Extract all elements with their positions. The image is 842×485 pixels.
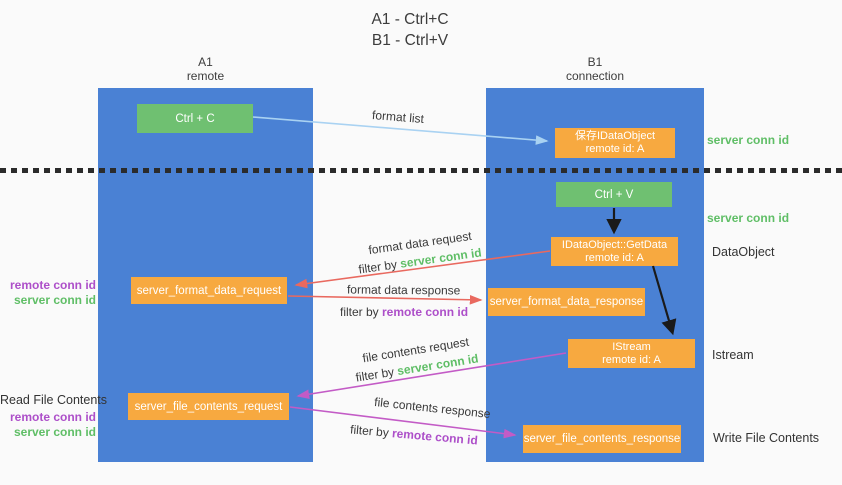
title-line-1: A1 - Ctrl+C <box>371 11 449 28</box>
column-header-a1: A1 remote <box>98 55 313 83</box>
label-format-data-response: format data response <box>347 283 461 298</box>
column-b1-id: B1 <box>587 55 603 69</box>
label-filter-by-2: filter by <box>340 305 383 319</box>
diagram-title: A1 - Ctrl+C B1 - Ctrl+V <box>0 9 820 51</box>
label-server-conn-id-left-1: server conn id <box>0 293 96 308</box>
node-server-format-data-response-label: server_format_data_response <box>489 296 644 308</box>
label-file-contents-response: file contents response <box>374 395 492 421</box>
node-ctrl-v-label: Ctrl + V <box>594 188 634 201</box>
label-remote-conn-id-left-2: remote conn id <box>0 410 96 425</box>
left-conn-id-group-1: remote conn id server conn id <box>0 278 96 308</box>
label-filter-remote-conn-2: filter by remote conn id <box>350 422 479 447</box>
label-istream-text: Istream <box>712 348 754 362</box>
label-read-file-contents-text: Read File Contents <box>0 393 108 407</box>
label-server-conn-id-left-2: server conn id <box>0 425 96 440</box>
left-conn-id-group-2: Read File Contents remote conn id server… <box>0 391 107 440</box>
label-dataobject: DataObject <box>712 245 775 259</box>
node-istream-line2: remote id: A <box>602 353 661 366</box>
label-format-list: format list <box>372 108 425 126</box>
node-server-file-contents-request-label: server_file_contents_request <box>134 400 283 413</box>
column-a1-subtitle: remote <box>186 69 225 83</box>
node-save-idataobject-line2: remote id: A <box>585 143 645 155</box>
label-remote-conn-id-1: remote conn id <box>382 305 469 319</box>
label-remote-conn-id-left-1-text: remote conn id <box>9 278 96 292</box>
label-filter-by-4: filter by <box>349 422 393 441</box>
label-server-conn-id-left-2-text: server conn id <box>13 425 96 439</box>
label-format-list-text: format list <box>371 107 425 127</box>
label-format-data-response-text: format data response <box>346 282 461 298</box>
column-a1-id: A1 <box>198 55 213 69</box>
label-remote-conn-id-left-1: remote conn id <box>0 278 96 293</box>
label-filter-by-3: filter by <box>354 364 399 385</box>
label-server-conn-id-top-right-text: server conn id <box>707 133 790 147</box>
node-save-idataobject-line1: 保存IDataObject <box>574 130 656 142</box>
node-save-idataobject: 保存IDataObject remote id: A <box>555 128 675 158</box>
column-b1-subtitle: connection <box>565 69 625 83</box>
node-idataobject-getdata-line2: remote id: A <box>585 251 644 264</box>
node-ctrl-c: Ctrl + C <box>137 104 253 133</box>
node-istream-line1: IStream <box>612 340 651 353</box>
label-file-contents-response-text: file contents response <box>373 394 492 422</box>
node-istream: IStream remote id: A <box>568 339 695 368</box>
label-dataobject-text: DataObject <box>712 245 775 259</box>
node-server-file-contents-request: server_file_contents_request <box>128 393 289 420</box>
label-filter-remote-conn-1: filter by remote conn id <box>340 305 468 319</box>
label-server-conn-id-top-right: server conn id <box>707 133 789 147</box>
label-remote-conn-id-2: remote conn id <box>391 426 479 448</box>
label-server-conn-id-left-1-text: server conn id <box>13 293 96 307</box>
node-idataobject-getdata-line1: IDataObject::GetData <box>561 238 668 251</box>
node-server-format-data-response: server_format_data_response <box>488 288 645 316</box>
node-server-format-data-request: server_format_data_request <box>131 277 287 304</box>
label-read-file-contents: Read File Contents <box>0 391 107 410</box>
label-server-conn-id-mid-right-text: server conn id <box>707 211 790 225</box>
node-ctrl-c-label: Ctrl + C <box>175 112 215 125</box>
label-write-file-contents-text: Write File Contents <box>713 431 820 445</box>
node-ctrl-v: Ctrl + V <box>556 182 672 207</box>
label-write-file-contents: Write File Contents <box>713 431 819 445</box>
node-server-file-contents-response: server_file_contents_response <box>523 425 681 453</box>
label-filter-by-1: filter by <box>357 256 402 277</box>
dotted-separator-line <box>0 168 842 173</box>
node-server-format-data-request-label: server_format_data_request <box>136 284 282 297</box>
label-server-conn-id-mid-right: server conn id <box>707 211 789 225</box>
title-line-2: B1 - Ctrl+V <box>371 32 449 49</box>
label-remote-conn-id-left-2-text: remote conn id <box>9 410 96 424</box>
column-header-b1: B1 connection <box>486 55 704 83</box>
node-idataobject-getdata: IDataObject::GetData remote id: A <box>551 237 678 266</box>
label-istream: Istream <box>712 348 754 362</box>
node-server-file-contents-response-label: server_file_contents_response <box>523 433 681 445</box>
